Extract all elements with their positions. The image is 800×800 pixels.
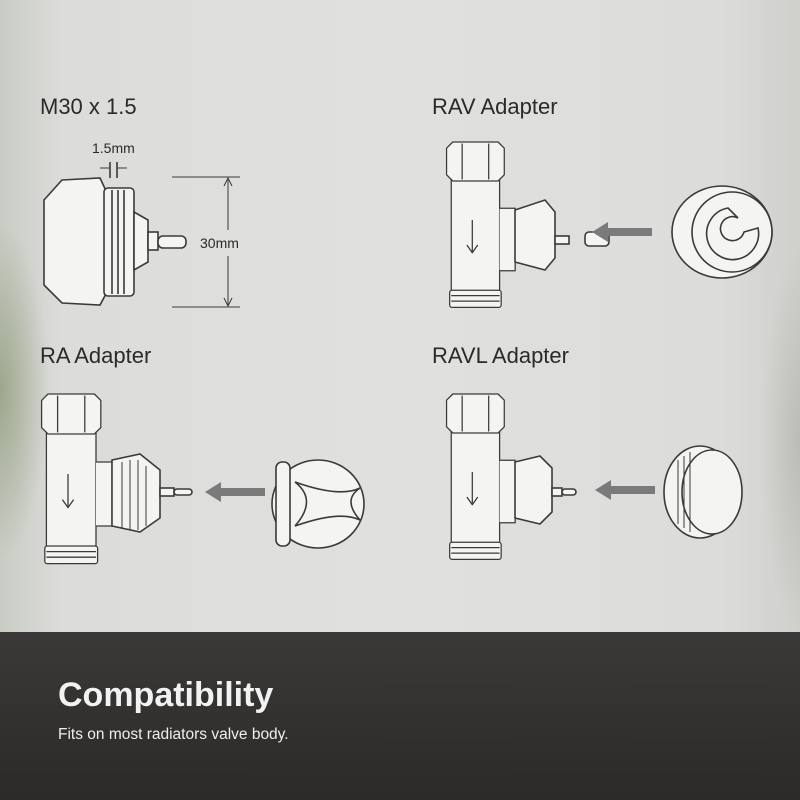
- ra-adapter-label: RA Adapter: [40, 343, 152, 368]
- ravl-adapter-ring: [663, 445, 743, 539]
- ravl-valve-drawing: [445, 393, 743, 560]
- ravl-adapter-label: RAVL Adapter: [432, 343, 569, 368]
- rav-adapter-label: RAV Adapter: [432, 94, 558, 119]
- diameter-label: 30mm: [200, 235, 239, 251]
- rav-adapter-ring: [671, 185, 773, 279]
- footer-title: Compatibility: [58, 676, 274, 714]
- footer-band: [0, 632, 800, 800]
- illustrations: [40, 141, 773, 565]
- ra-adapter-ring: [271, 459, 365, 549]
- background-blur-right: [760, 250, 800, 630]
- m30-label: M30 x 1.5: [40, 94, 137, 119]
- m30-thread-drawing: [43, 162, 240, 308]
- thread-pitch-label: 1.5mm: [92, 140, 135, 156]
- rav-valve-drawing: [445, 141, 773, 308]
- background-blur-plant: [0, 220, 50, 560]
- footer-subtitle: Fits on most radiators valve body.: [58, 726, 289, 743]
- ra-valve-drawing: [40, 393, 365, 565]
